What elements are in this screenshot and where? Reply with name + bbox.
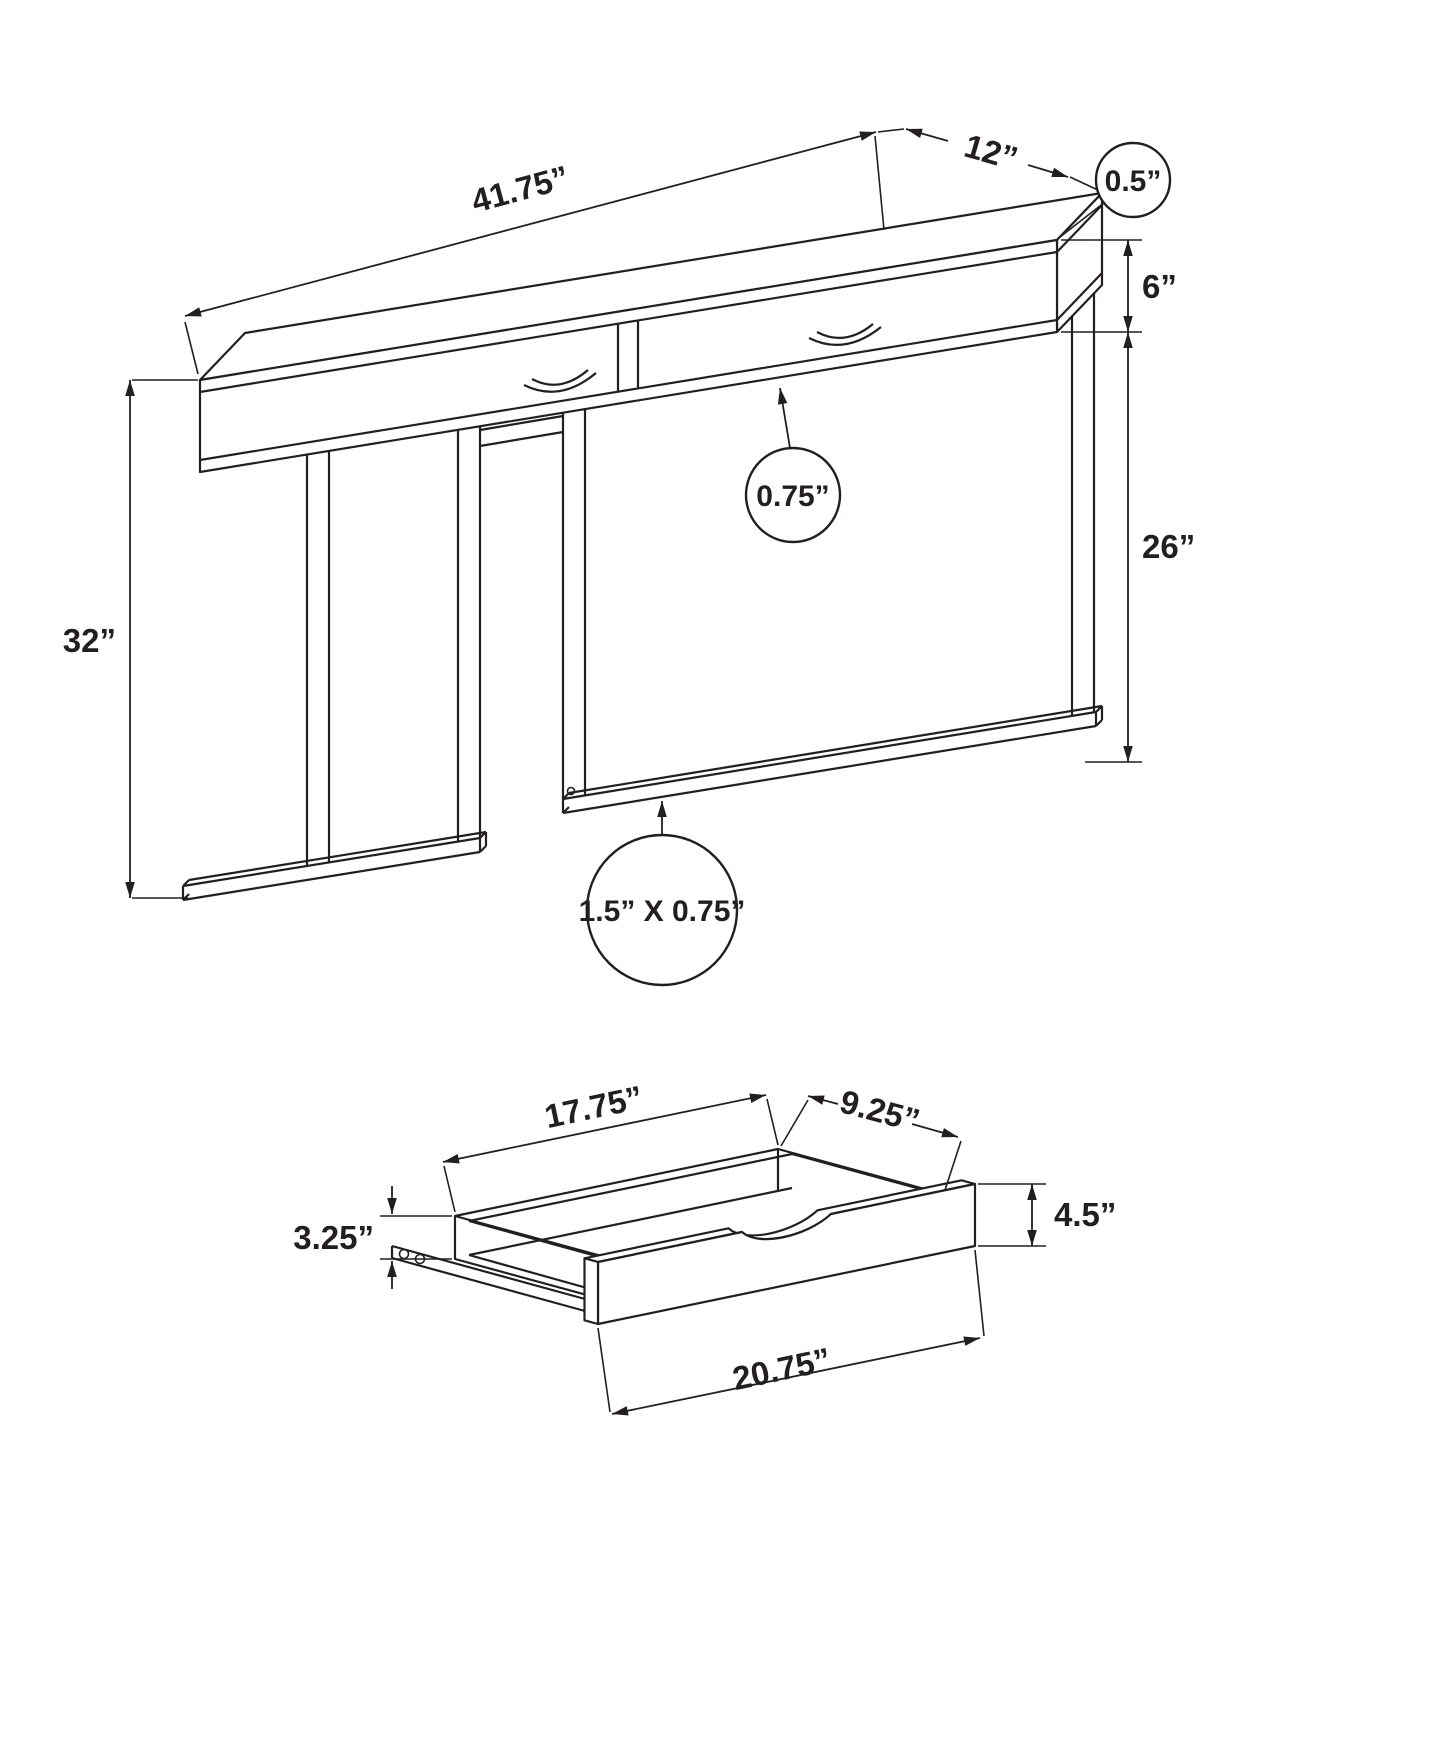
table-top bbox=[198, 191, 1104, 474]
dimension-front-height: 4.5” bbox=[978, 1183, 1116, 1247]
dimension-clearance: 26” bbox=[1085, 332, 1195, 763]
dim-label-front-width: 20.75” bbox=[729, 1340, 834, 1397]
dimension-depth: 12” bbox=[877, 127, 1101, 192]
dimension-side-height: 3.25” bbox=[293, 1186, 452, 1289]
panel-left-end-face bbox=[583, 1257, 600, 1326]
balloon-tube-size: 1.5” X 0.75” bbox=[579, 801, 746, 987]
table-base bbox=[181, 293, 1104, 902]
dim-label-length: 41.75” bbox=[467, 158, 572, 219]
console-table-figure: 41.75” 12” 0.5” 6” 26” bbox=[63, 127, 1195, 987]
dim-label-depth: 12” bbox=[960, 127, 1021, 177]
dimension-overall-height: 32” bbox=[63, 379, 198, 899]
rail-screw-hole bbox=[398, 1248, 410, 1260]
drawer-front-panel bbox=[583, 1179, 977, 1326]
bolt-hole bbox=[566, 786, 576, 796]
dim-label-tube-size: 1.5” X 0.75” bbox=[579, 895, 746, 928]
drawer-slide-rail bbox=[390, 1244, 586, 1313]
dim-label-apron-height: 6” bbox=[1142, 268, 1177, 305]
dim-label-front-height: 4.5” bbox=[1054, 1196, 1116, 1233]
dim-label-drawer-depth: 9.25” bbox=[836, 1083, 924, 1140]
dim-label-top-thickness: 0.5” bbox=[1105, 165, 1162, 198]
panel-front-face bbox=[596, 1182, 977, 1326]
dim-label-side-height: 3.25” bbox=[293, 1219, 374, 1256]
balloon-shelf-thickness: 0.75” bbox=[744, 387, 842, 544]
dim-label-shelf-thickness: 0.75” bbox=[756, 480, 829, 513]
drawer-handle-notches bbox=[523, 323, 882, 393]
dim-label-inner-width: 17.75” bbox=[541, 1078, 646, 1135]
dim-label-overall-height: 32” bbox=[63, 622, 116, 659]
balloon-top-thickness: 0.5” bbox=[1059, 141, 1172, 238]
drawer-box bbox=[453, 1147, 945, 1306]
drawer-divider bbox=[616, 321, 640, 392]
dim-label-clearance: 26” bbox=[1142, 528, 1195, 565]
drawer-figure: 17.75” 9.25” 4.5” 3.25” 20.75” bbox=[293, 1078, 1116, 1416]
dimension-apron-height: 6” bbox=[1061, 239, 1177, 333]
